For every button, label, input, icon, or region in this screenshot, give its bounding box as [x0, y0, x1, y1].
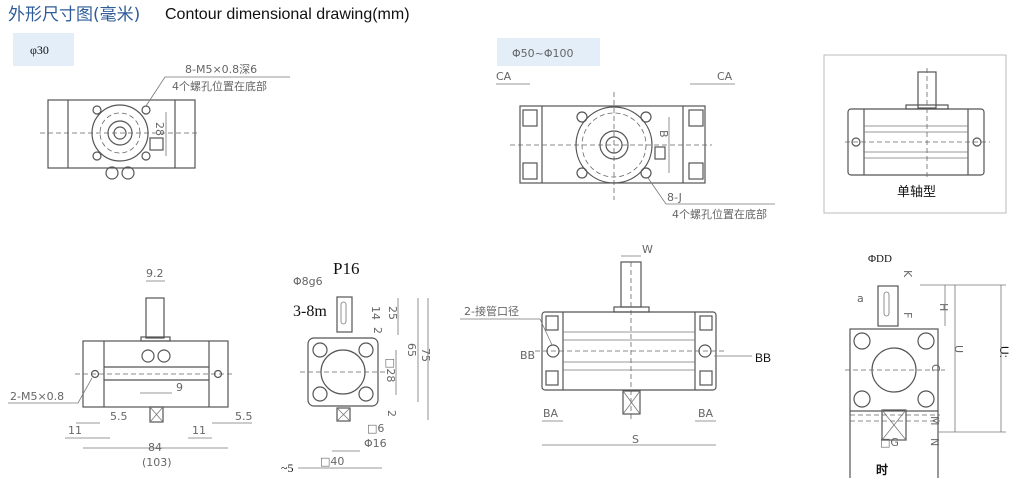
label-h: H	[937, 303, 950, 311]
label-c: C	[929, 364, 942, 372]
note-location: 4个螺孔位置在底部	[672, 207, 767, 221]
label-n: N	[928, 438, 941, 446]
thread-label: 2-M5×0.8	[10, 390, 64, 403]
bb-right: BB	[755, 351, 771, 365]
dim-103: (103)	[142, 456, 172, 469]
label-f: F	[901, 312, 914, 318]
port-label: 2-接管口径	[464, 304, 519, 318]
ca-left: CA	[496, 70, 512, 83]
dim-9-2: 9.2	[146, 267, 164, 280]
dim-40: □40	[320, 455, 344, 468]
note-location: 4个螺孔位置在底部	[172, 79, 267, 93]
dim-11-left: 11	[68, 424, 82, 437]
label-shi: 时	[876, 462, 888, 477]
dim-6: □6	[367, 422, 384, 435]
label-dd: ΦDD	[868, 253, 892, 265]
panel-front-small: 9.2 9 2-M5×0.8 5.5 5.5 11 11 84 (103)	[8, 267, 253, 469]
panel-phi30-top-view: φ30 28 8-M5×0.8深6 4个螺孔位置在底部	[13, 33, 290, 180]
dim-5-5-left: 5.5	[110, 410, 128, 423]
label-key: 3-8m	[293, 303, 327, 320]
dim-s: S	[632, 433, 639, 446]
title-en: Contour dimensional drawing(mm)	[165, 6, 410, 23]
label-shaft-dia: Φ8g6	[293, 275, 323, 288]
note-8j: 8-J	[667, 191, 682, 204]
dim-14: 14	[369, 306, 382, 320]
badge-phi50-100: Φ50~Φ100	[512, 47, 574, 60]
dim-9: 9	[176, 381, 183, 394]
label-g: □G	[880, 436, 899, 449]
label-u2: U:	[997, 346, 1011, 358]
title-cn: 外形尺寸图(毫米)	[8, 5, 140, 25]
dim-5: ~5	[281, 461, 294, 475]
label-m: M	[928, 416, 941, 426]
dim-65: 65	[405, 343, 418, 357]
dim-28: □28	[384, 358, 397, 382]
dim-2-top: 2	[371, 327, 384, 334]
dim-75: 75	[419, 348, 432, 362]
ca-right: CA	[717, 70, 733, 83]
dim-84: 84	[148, 441, 162, 454]
badge-background	[497, 38, 600, 66]
badge-phi30: φ30	[30, 43, 49, 57]
dim-w: W	[642, 243, 653, 256]
note-thread: 8-M5×0.8深6	[185, 63, 257, 76]
label-k: K	[901, 270, 914, 278]
ba-left: BA	[543, 407, 559, 420]
dim-16: Φ16	[364, 437, 387, 450]
badge-background	[13, 33, 74, 66]
label-u: U	[952, 345, 965, 353]
label-p16: P16	[333, 259, 359, 278]
dim-2-bottom: 2	[385, 410, 398, 417]
dim-28: 28	[153, 122, 166, 136]
panel-single-shaft: 单轴型	[823, 54, 1007, 214]
panel-side-large: ΦDD K a F H U U: C M N □G 时	[845, 253, 1011, 478]
bb-left: BB	[520, 349, 535, 362]
panel-front-large: W 2-接管口径 BB BB BA BA S	[460, 243, 771, 446]
panel-phi50-100-top-view: Φ50~Φ100 CA CA B 8-J 4个螺孔位置在底部	[496, 38, 775, 221]
dim-25: 25	[386, 306, 399, 320]
ba-right: BA	[698, 407, 714, 420]
label-a: a	[857, 292, 864, 305]
caption-single-shaft: 单轴型	[897, 184, 936, 199]
dim-11-right: 11	[192, 424, 206, 437]
panel-side-small: P16 Φ8g6 3-8m 14 25 65 75 □28 2 2 □6 Φ16…	[281, 259, 432, 475]
dim-b: B	[657, 130, 670, 138]
dim-5-5-right: 5.5	[235, 410, 253, 423]
